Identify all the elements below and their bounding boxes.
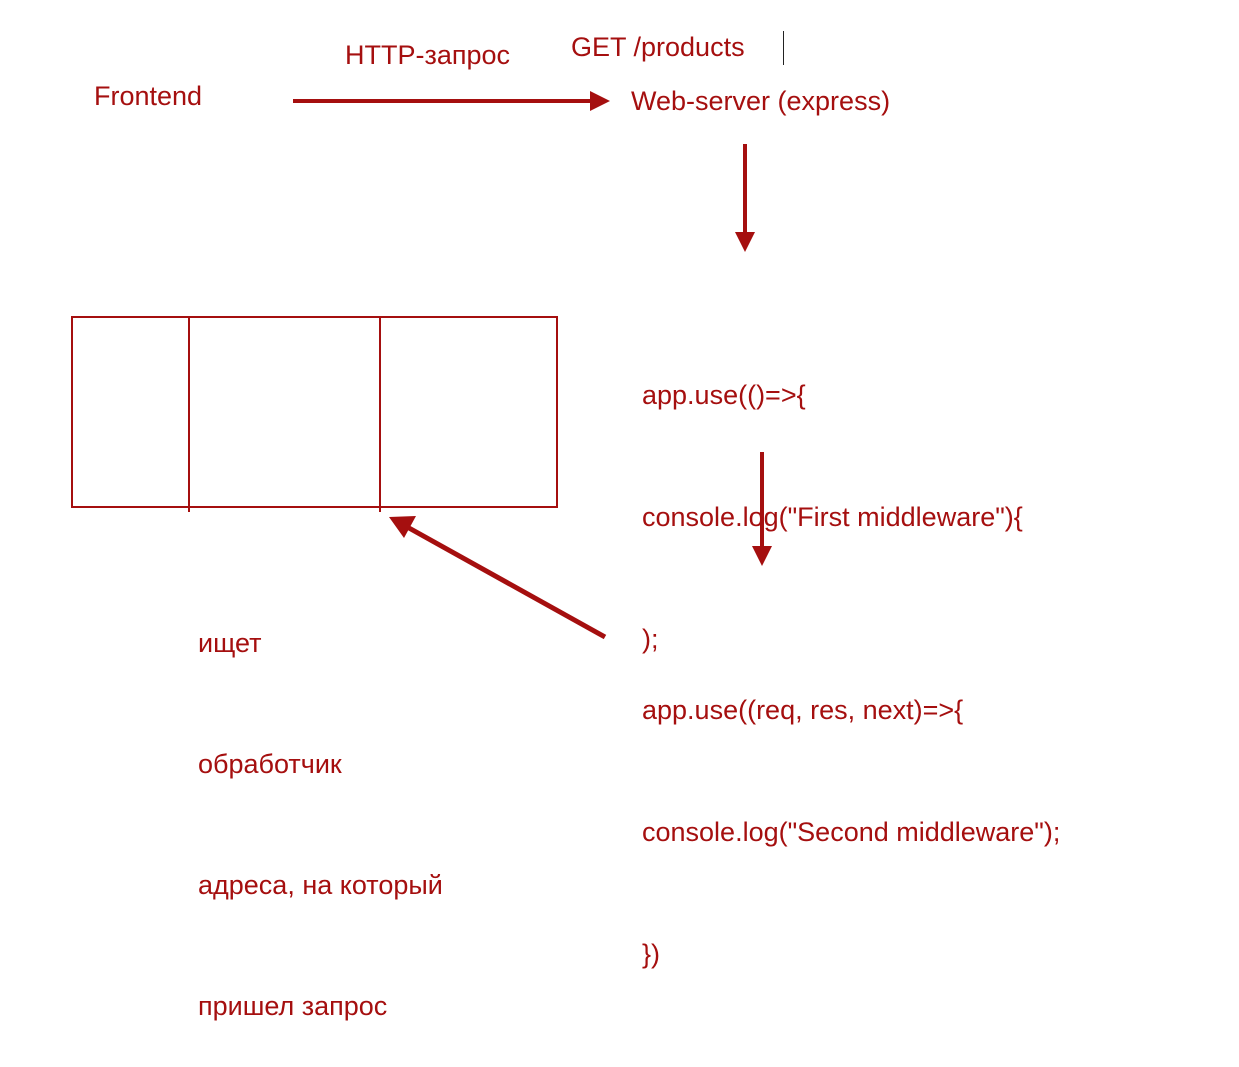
get-route-label: GET /products [571,32,745,62]
router-note-line-3: адреса, на который [198,870,443,900]
second-middleware-line-1: app.use((req, res, next)=>{ [642,695,964,725]
router-note: ищет обработчик адреса, на который прише… [198,543,443,1067]
first-middleware-line-2: console.log("First middleware"){ [642,502,1023,532]
http-request-arrow [293,91,610,111]
router-note-line-4: пришел запрос [198,991,388,1021]
http-request-label: HTTP-запрос [345,40,511,70]
first-middleware-line-3: ); [642,624,659,654]
router-note-line-1: ищет [198,628,262,658]
server-to-first-middleware-arrow [735,144,755,252]
second-middleware-line-2: console.log("Second middleware"); [642,817,1061,847]
router-note-line-2: обработчик [198,749,342,779]
first-middleware-line-1: app.use(()=>{ [642,380,806,410]
second-middleware-to-router-arrow [389,516,607,640]
frontend-label: Frontend [94,81,203,111]
web-server-label: Web-server (express) [631,86,891,116]
route-handler-table [71,316,558,512]
diagram-canvas [71,91,772,640]
second-middleware-code: app.use((req, res, next)=>{ console.log(… [642,610,1060,1016]
first-middleware-code: app.use(()=>{ console.log("First middlew… [642,295,1023,701]
first-to-second-middleware-arrow [752,452,772,566]
text-cursor [783,31,784,65]
second-middleware-line-3: }) [642,939,661,969]
